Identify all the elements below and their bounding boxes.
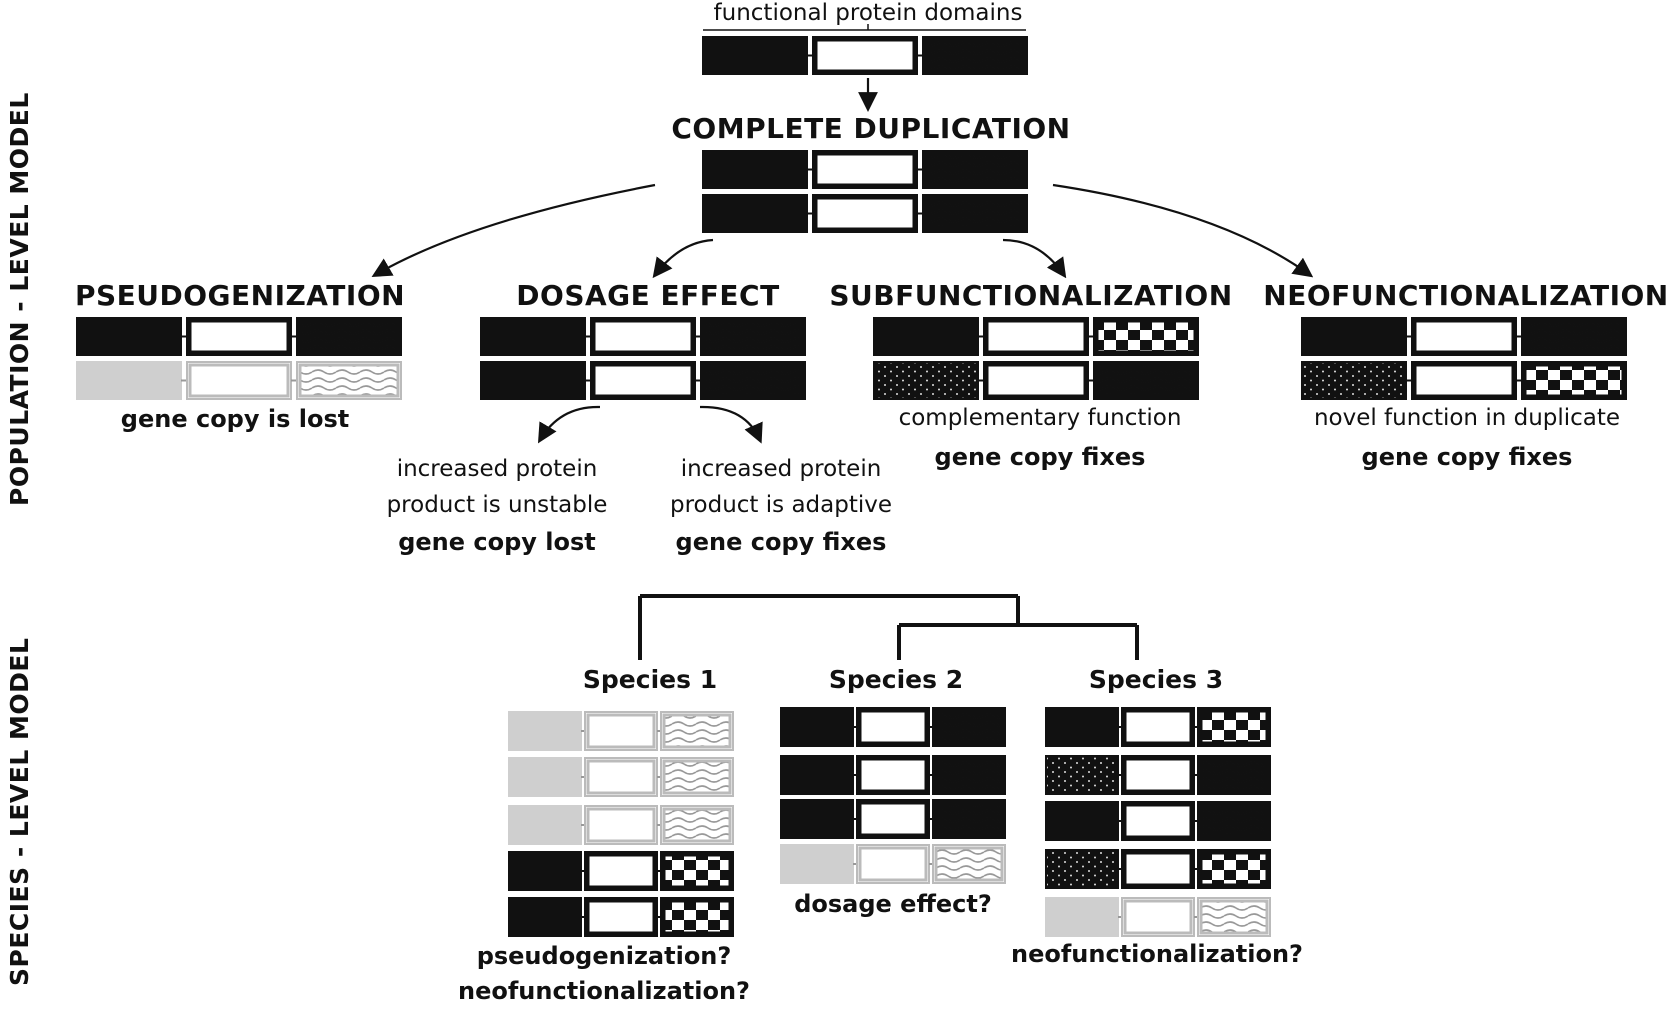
subfunctionalization-result: gene copy fixes xyxy=(934,443,1146,471)
dosage-left-line1: increased protein xyxy=(396,456,598,482)
species-2-label: Species 2 xyxy=(828,665,964,694)
duplicate-gene-1 xyxy=(702,150,1028,189)
neofunctionalization-title: NEOFUNCTIONALIZATION xyxy=(1263,279,1669,312)
population-level-label: POPULATION - LEVEL MODEL xyxy=(5,92,34,506)
species-1-question-2: neofunctionalization? xyxy=(458,977,750,1005)
species-1-question-1: pseudogenization? xyxy=(476,942,732,970)
species2-gene-3 xyxy=(780,799,1006,839)
neofunctionalization-desc: novel function in duplicate xyxy=(1313,405,1621,431)
dosage-right-line2: product is adaptive xyxy=(669,492,893,518)
dosage-gene-1 xyxy=(480,317,806,356)
functional-domains-label: functional protein domains xyxy=(713,0,1023,26)
species-1-label: Species 1 xyxy=(582,665,718,694)
species2-gene-2 xyxy=(780,755,1006,795)
neofunctionalization-result: gene copy fixes xyxy=(1361,443,1573,471)
species-3-label: Species 3 xyxy=(1088,665,1224,694)
dosage-right-line1: increased protein xyxy=(680,456,882,482)
species-tree xyxy=(638,594,1139,660)
dosage-effect-title: DOSAGE EFFECT xyxy=(516,279,780,312)
species3-gene-2 xyxy=(1045,755,1271,795)
species3-gene-1 xyxy=(1045,707,1271,747)
dosage-right-result: gene copy fixes xyxy=(675,528,887,556)
species-level-label: SPECIES - LEVEL MODEL xyxy=(5,637,34,986)
dosage-left-line2: product is unstable xyxy=(386,492,608,518)
subfunc-gene-2 xyxy=(873,361,1199,400)
connector-arrows xyxy=(371,78,1314,444)
species3-gene-5 xyxy=(1045,897,1271,937)
domains-bracket xyxy=(703,24,1026,31)
species1-gene-3 xyxy=(508,805,734,845)
species1-gene-2 xyxy=(508,757,734,797)
species2-gene-1 xyxy=(780,707,1006,747)
pseudo-gene-1 xyxy=(76,317,402,356)
pseudo-gene-2 xyxy=(76,361,402,400)
species2-gene-4 xyxy=(780,844,1006,884)
species3-gene-4 xyxy=(1045,849,1271,889)
subfunc-gene-1 xyxy=(873,317,1199,356)
species1-gene-4 xyxy=(508,851,734,891)
pseudogenization-result: gene copy is lost xyxy=(120,405,350,433)
species-3-question: neofunctionalization? xyxy=(1011,940,1303,968)
subfunctionalization-title: SUBFUNCTIONALIZATION xyxy=(829,279,1233,312)
dosage-left-result: gene copy lost xyxy=(398,528,596,556)
gene-rows xyxy=(76,36,1627,937)
ancestral-gene xyxy=(702,36,1028,75)
dosage-gene-2 xyxy=(480,361,806,400)
neofunc-gene-2 xyxy=(1301,361,1627,400)
species-2-question: dosage effect? xyxy=(794,890,992,918)
pseudogenization-title: PSEUDOGENIZATION xyxy=(74,279,406,312)
subfunctionalization-desc: complementary function xyxy=(898,405,1182,431)
species3-gene-3 xyxy=(1045,801,1271,841)
duplicate-gene-2 xyxy=(702,194,1028,233)
species1-gene-5 xyxy=(508,897,734,937)
species1-gene-1 xyxy=(508,711,734,751)
neofunc-gene-1 xyxy=(1301,317,1627,356)
complete-duplication-title: COMPLETE DUPLICATION xyxy=(671,112,1071,145)
